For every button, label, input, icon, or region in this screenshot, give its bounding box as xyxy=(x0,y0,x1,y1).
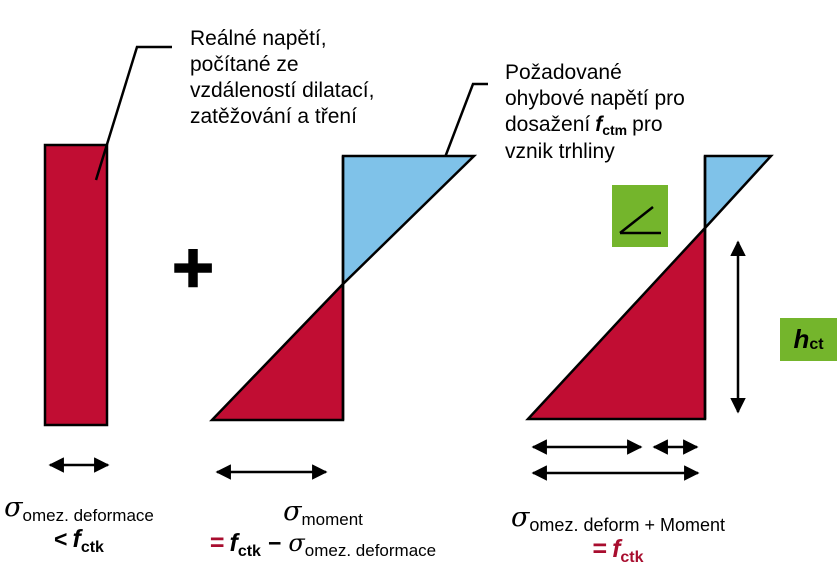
fctk-variable: f xyxy=(612,535,621,563)
combined-tension-triangle xyxy=(703,154,774,232)
sigma-subscript: omez. deformace xyxy=(304,541,437,560)
fctk-variable: f xyxy=(229,529,238,557)
left-callout-line: vzdáleností dilatací, xyxy=(190,79,375,102)
sigma-combined: σomez. deform + Moment xyxy=(493,502,743,535)
right-callout-line: ohybové napětí pro xyxy=(505,87,685,110)
sigma-subscript: moment xyxy=(301,510,363,529)
left-callout-leader-line xyxy=(94,45,172,181)
sigma-symbol: σ xyxy=(288,529,305,557)
callout-text-part: dosažení xyxy=(505,113,591,136)
left-callout-line: Reálné napětí, xyxy=(190,27,327,50)
label-limited-deformation: σomez. deformace <fctk xyxy=(0,492,162,556)
fctk-subscript: ctk xyxy=(80,539,104,556)
sigma-symbol: σ xyxy=(510,502,530,533)
combined-compression-triangle xyxy=(525,224,707,421)
slope-angle-icon-ray xyxy=(619,206,654,234)
right-callout-line: vznik trhliny xyxy=(505,140,615,163)
hct-variable: h xyxy=(793,324,810,354)
left-callout-text: Reálné napětí, počítané ze vzdáleností d… xyxy=(190,26,374,130)
callout-text-part: pro xyxy=(632,113,663,136)
sigma-subscript: omez. deform + Moment xyxy=(529,515,725,535)
label-combined: σomez. deform + Moment =fctk xyxy=(493,502,743,566)
left-callout-line: počítané ze xyxy=(190,53,299,76)
sigma-subscript: omez. deformace xyxy=(22,506,154,525)
minus-sign: − xyxy=(267,530,282,556)
plus-operator: + xyxy=(171,228,215,308)
moment-compression-triangle xyxy=(209,280,345,422)
fctm-subscript: ctm xyxy=(602,122,628,138)
fctk-variable: f xyxy=(72,525,81,553)
limited-deformation-condition: <fctk xyxy=(0,525,162,556)
sigma-moment: σmoment xyxy=(190,496,456,529)
sigma-symbol: σ xyxy=(283,496,302,527)
slope-angle-icon xyxy=(612,185,668,247)
fctk-subscript: ctk xyxy=(620,549,644,566)
fctk-subscript: ctk xyxy=(237,543,261,560)
equals-sign: = xyxy=(209,529,225,557)
left-callout-line: zatěžování a tření xyxy=(190,105,357,128)
moment-equation: =fctk−σomez. deformace xyxy=(190,529,456,560)
less-than-sign: < xyxy=(54,526,68,552)
label-moment: σmoment =fctk−σomez. deformace xyxy=(190,496,456,560)
constant-stress-bar xyxy=(43,143,109,427)
right-callout-line: Požadované xyxy=(505,61,622,84)
fctm-variable: f xyxy=(595,113,603,136)
right-callout-leader-line xyxy=(442,82,488,161)
combined-equation: =fctk xyxy=(493,535,743,566)
sigma-symbol: σ xyxy=(4,492,23,523)
sigma-limited-deformation: σomez. deformace xyxy=(0,492,162,525)
moment-tension-triangle xyxy=(341,154,478,287)
equals-sign: = xyxy=(592,535,608,563)
hct-subscript: ct xyxy=(809,335,824,353)
